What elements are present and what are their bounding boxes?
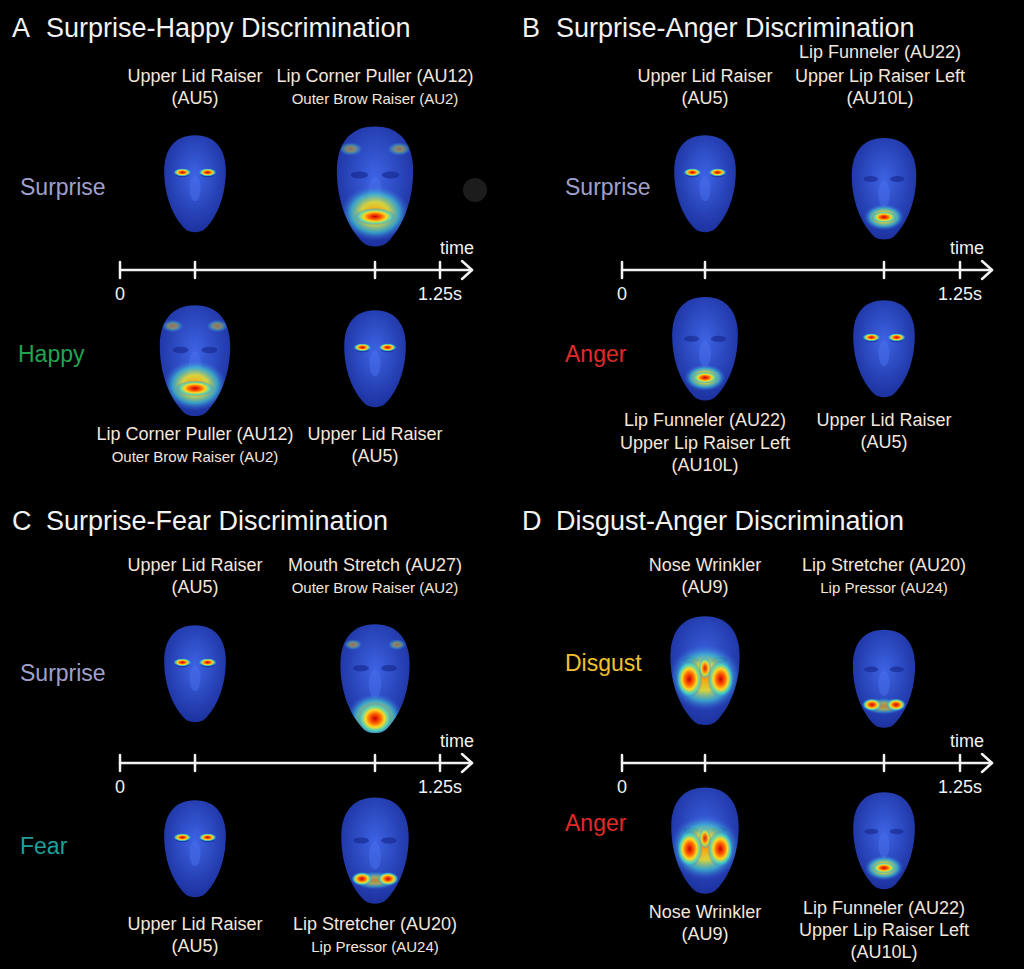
dark-dot [463,178,487,202]
axis-label: time [950,731,984,753]
axis-label: time [440,238,474,260]
action-unit-label: Upper Lid Raiser (AU5) [630,66,780,109]
action-unit-label: Lip Corner Puller (AU12) [96,424,293,446]
panel-title: Surprise-Anger Discrimination [556,12,915,44]
tick-label: 1.25s [938,284,982,306]
action-unit-label: Lip Funneler (AU22) [799,42,961,64]
tick-label: 0 [115,777,125,799]
action-unit-label: Upper Lid Raiser (AU5) [300,424,450,467]
action-unit-sublabel: Outer Brow Raiser (AU2) [292,90,459,108]
tick-label: 1.25s [418,284,462,306]
action-unit-label: Nose Wrinkler (AU9) [640,555,770,598]
emotion-label: Surprise [20,174,106,202]
action-unit-label: Upper Lip Raiser Left (AU10L) [605,433,805,476]
emotion-label: Disgust [565,650,642,678]
action-unit-label: Upper Lip Raiser Left (AU10L) [784,920,984,963]
action-unit-label: Lip Funneler (AU22) [624,410,786,432]
action-unit-label: Lip Stretcher (AU20) [293,914,457,936]
action-unit-label: Upper Lid Raiser (AU5) [120,555,270,598]
tick-label: 0 [617,777,627,799]
action-unit-label: Lip Corner Puller (AU12) [276,66,473,88]
emotion-label: Anger [565,341,626,369]
action-unit-label: Upper Lip Raiser Left (AU10L) [780,66,980,109]
emotion-label: Surprise [565,174,651,202]
tick-label: 1.25s [418,777,462,799]
action-unit-label: Mouth Stretch (AU27) [288,555,462,577]
panel-letter: D [522,505,542,537]
emotion-label: Surprise [20,660,106,688]
emotion-label: Anger [565,810,626,838]
emotion-label: Fear [20,833,67,861]
axis-label: time [950,238,984,260]
action-unit-label: Upper Lid Raiser (AU5) [809,410,959,453]
action-unit-sublabel: Lip Pressor (AU24) [820,579,948,597]
action-unit-label: Upper Lid Raiser (AU5) [120,66,270,109]
panel-title: Surprise-Fear Discrimination [46,505,388,537]
action-unit-label: Upper Lid Raiser (AU5) [120,914,270,957]
panel-letter: A [12,12,30,44]
action-unit-sublabel: Outer Brow Raiser (AU2) [112,448,279,466]
action-unit-sublabel: Outer Brow Raiser (AU2) [292,579,459,597]
panel-title: Disgust-Anger Discrimination [556,505,904,537]
tick-label: 1.25s [938,777,982,799]
action-unit-label: Lip Funneler (AU22) [803,898,965,920]
emotion-label: Happy [18,341,84,369]
tick-label: 0 [115,284,125,306]
action-unit-label: Nose Wrinkler (AU9) [640,902,770,945]
tick-label: 0 [617,284,627,306]
action-unit-sublabel: Lip Pressor (AU24) [311,938,439,956]
panel-title: Surprise-Happy Discrimination [46,12,411,44]
axis-label: time [440,731,474,753]
panel-letter: C [12,505,32,537]
action-unit-label: Lip Stretcher (AU20) [802,555,966,577]
panel-letter: B [522,12,540,44]
